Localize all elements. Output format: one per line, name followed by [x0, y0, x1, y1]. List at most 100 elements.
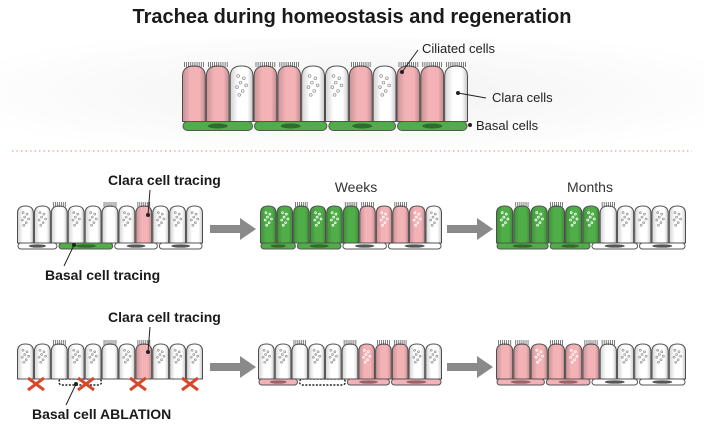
ciliated-cell	[599, 202, 617, 244]
clara-cell	[496, 205, 514, 244]
ciliated-cell	[513, 202, 531, 244]
clara-cell	[67, 343, 85, 380]
clara-cell	[276, 205, 294, 244]
clara-cell	[274, 343, 292, 380]
arrow-ablation-1	[210, 356, 256, 378]
basal-cell	[328, 121, 396, 131]
basal-cell	[254, 121, 328, 131]
clara-cell	[634, 343, 652, 380]
ablation-cross-mark	[77, 376, 95, 392]
basal-cell	[387, 242, 442, 250]
basal-cell	[591, 378, 638, 386]
clara-cell	[84, 343, 102, 380]
clara-cell	[229, 65, 254, 122]
ciliated-cell	[341, 340, 359, 380]
basal-cell	[158, 242, 203, 250]
clara-cell	[530, 205, 548, 244]
ciliated-cell	[396, 62, 421, 122]
clara-cell	[186, 343, 203, 380]
ciliated-cell	[135, 340, 153, 380]
clara-cell	[186, 205, 203, 244]
ablation-cross-mark	[181, 376, 199, 392]
ciliated-cell	[277, 62, 302, 122]
basal-cell	[591, 242, 638, 250]
clara-cell	[425, 343, 442, 380]
basal-cell	[545, 378, 591, 386]
clara-cell	[33, 205, 51, 244]
clara-cell	[425, 205, 442, 244]
basal-cell	[639, 242, 686, 250]
ciliated-cell	[547, 340, 566, 380]
leader-dot-clara-tracing-top	[146, 213, 150, 217]
arrow-ablation-2	[447, 356, 493, 378]
legend-basal-label: Basal cells	[476, 118, 539, 133]
basal-cell	[390, 378, 442, 386]
ablation-initial-epithelium	[17, 340, 203, 392]
ciliated-cell	[291, 340, 309, 380]
leader-dot-clara	[456, 91, 460, 95]
leader-dot-ciliated	[400, 70, 404, 74]
ablation-weeks-epithelium	[258, 340, 442, 386]
clara-cell	[565, 343, 583, 380]
basal-cell	[346, 378, 390, 386]
clara-cell	[358, 343, 376, 380]
clara-cell	[260, 205, 277, 244]
ciliated-cell	[101, 340, 119, 380]
clara-cell	[408, 205, 426, 244]
ciliated-cell	[253, 62, 278, 122]
clara-cell	[118, 205, 136, 244]
clara-cell	[634, 205, 652, 244]
clara-cell	[668, 205, 686, 244]
ablation-months-epithelium	[496, 340, 686, 386]
basal-cell	[258, 378, 298, 386]
tracing-weeks-epithelium	[260, 202, 442, 250]
basal-cell	[549, 242, 591, 250]
clara-cell	[325, 65, 349, 122]
clara-cell	[258, 343, 275, 380]
leader-clara	[457, 92, 487, 99]
leader-ciliated	[401, 49, 419, 73]
clara-cell	[152, 205, 170, 244]
clara-tracing-label-top: Clara cell tracing	[108, 172, 221, 188]
basal-cell	[296, 242, 342, 250]
clara-cell	[616, 343, 635, 380]
basal-cell	[496, 378, 545, 386]
homeostasis-epithelium	[182, 62, 468, 131]
ciliated-cell	[392, 202, 409, 244]
clara-cell	[565, 205, 583, 244]
leader-dot-basal	[468, 123, 472, 127]
clara-cell	[668, 343, 686, 380]
clara-cell	[616, 205, 635, 244]
tracing-months-epithelium	[496, 202, 686, 250]
clara-cell	[372, 65, 397, 122]
ciliated-cell	[293, 202, 310, 244]
ciliated-cell	[496, 340, 514, 380]
clara-cell	[152, 343, 170, 380]
clara-cell	[67, 205, 85, 244]
clara-cell	[651, 343, 669, 380]
leader-dot-basal-ablation	[74, 382, 78, 386]
diagram-title: Trachea during homeostasis and regenerat…	[132, 6, 571, 28]
basal-cell	[342, 242, 387, 250]
leader-clara-tracing-top	[147, 189, 151, 216]
ciliated-cell	[547, 202, 566, 244]
leader-dot-clara-tracing-bottom	[146, 350, 150, 354]
clara-cell	[308, 343, 325, 380]
clara-tracing-label-bottom: Clara cell tracing	[108, 309, 221, 325]
ciliated-cell	[391, 340, 409, 380]
clara-cell	[530, 343, 548, 380]
basal-cell	[260, 242, 296, 250]
ciliated-cell	[50, 202, 68, 244]
ciliated-cell	[205, 62, 230, 122]
clara-cell	[651, 205, 669, 244]
leader-dot-basal-tracing	[72, 243, 76, 247]
ciliated-cell	[513, 340, 531, 380]
clara-cell	[301, 65, 325, 122]
clara-cell	[582, 205, 600, 244]
basal-cell	[298, 378, 347, 386]
tracing-initial-epithelium	[17, 202, 203, 250]
stage-months-label: Months	[567, 179, 613, 195]
clara-cell	[309, 205, 327, 244]
basal-cell	[496, 242, 549, 250]
